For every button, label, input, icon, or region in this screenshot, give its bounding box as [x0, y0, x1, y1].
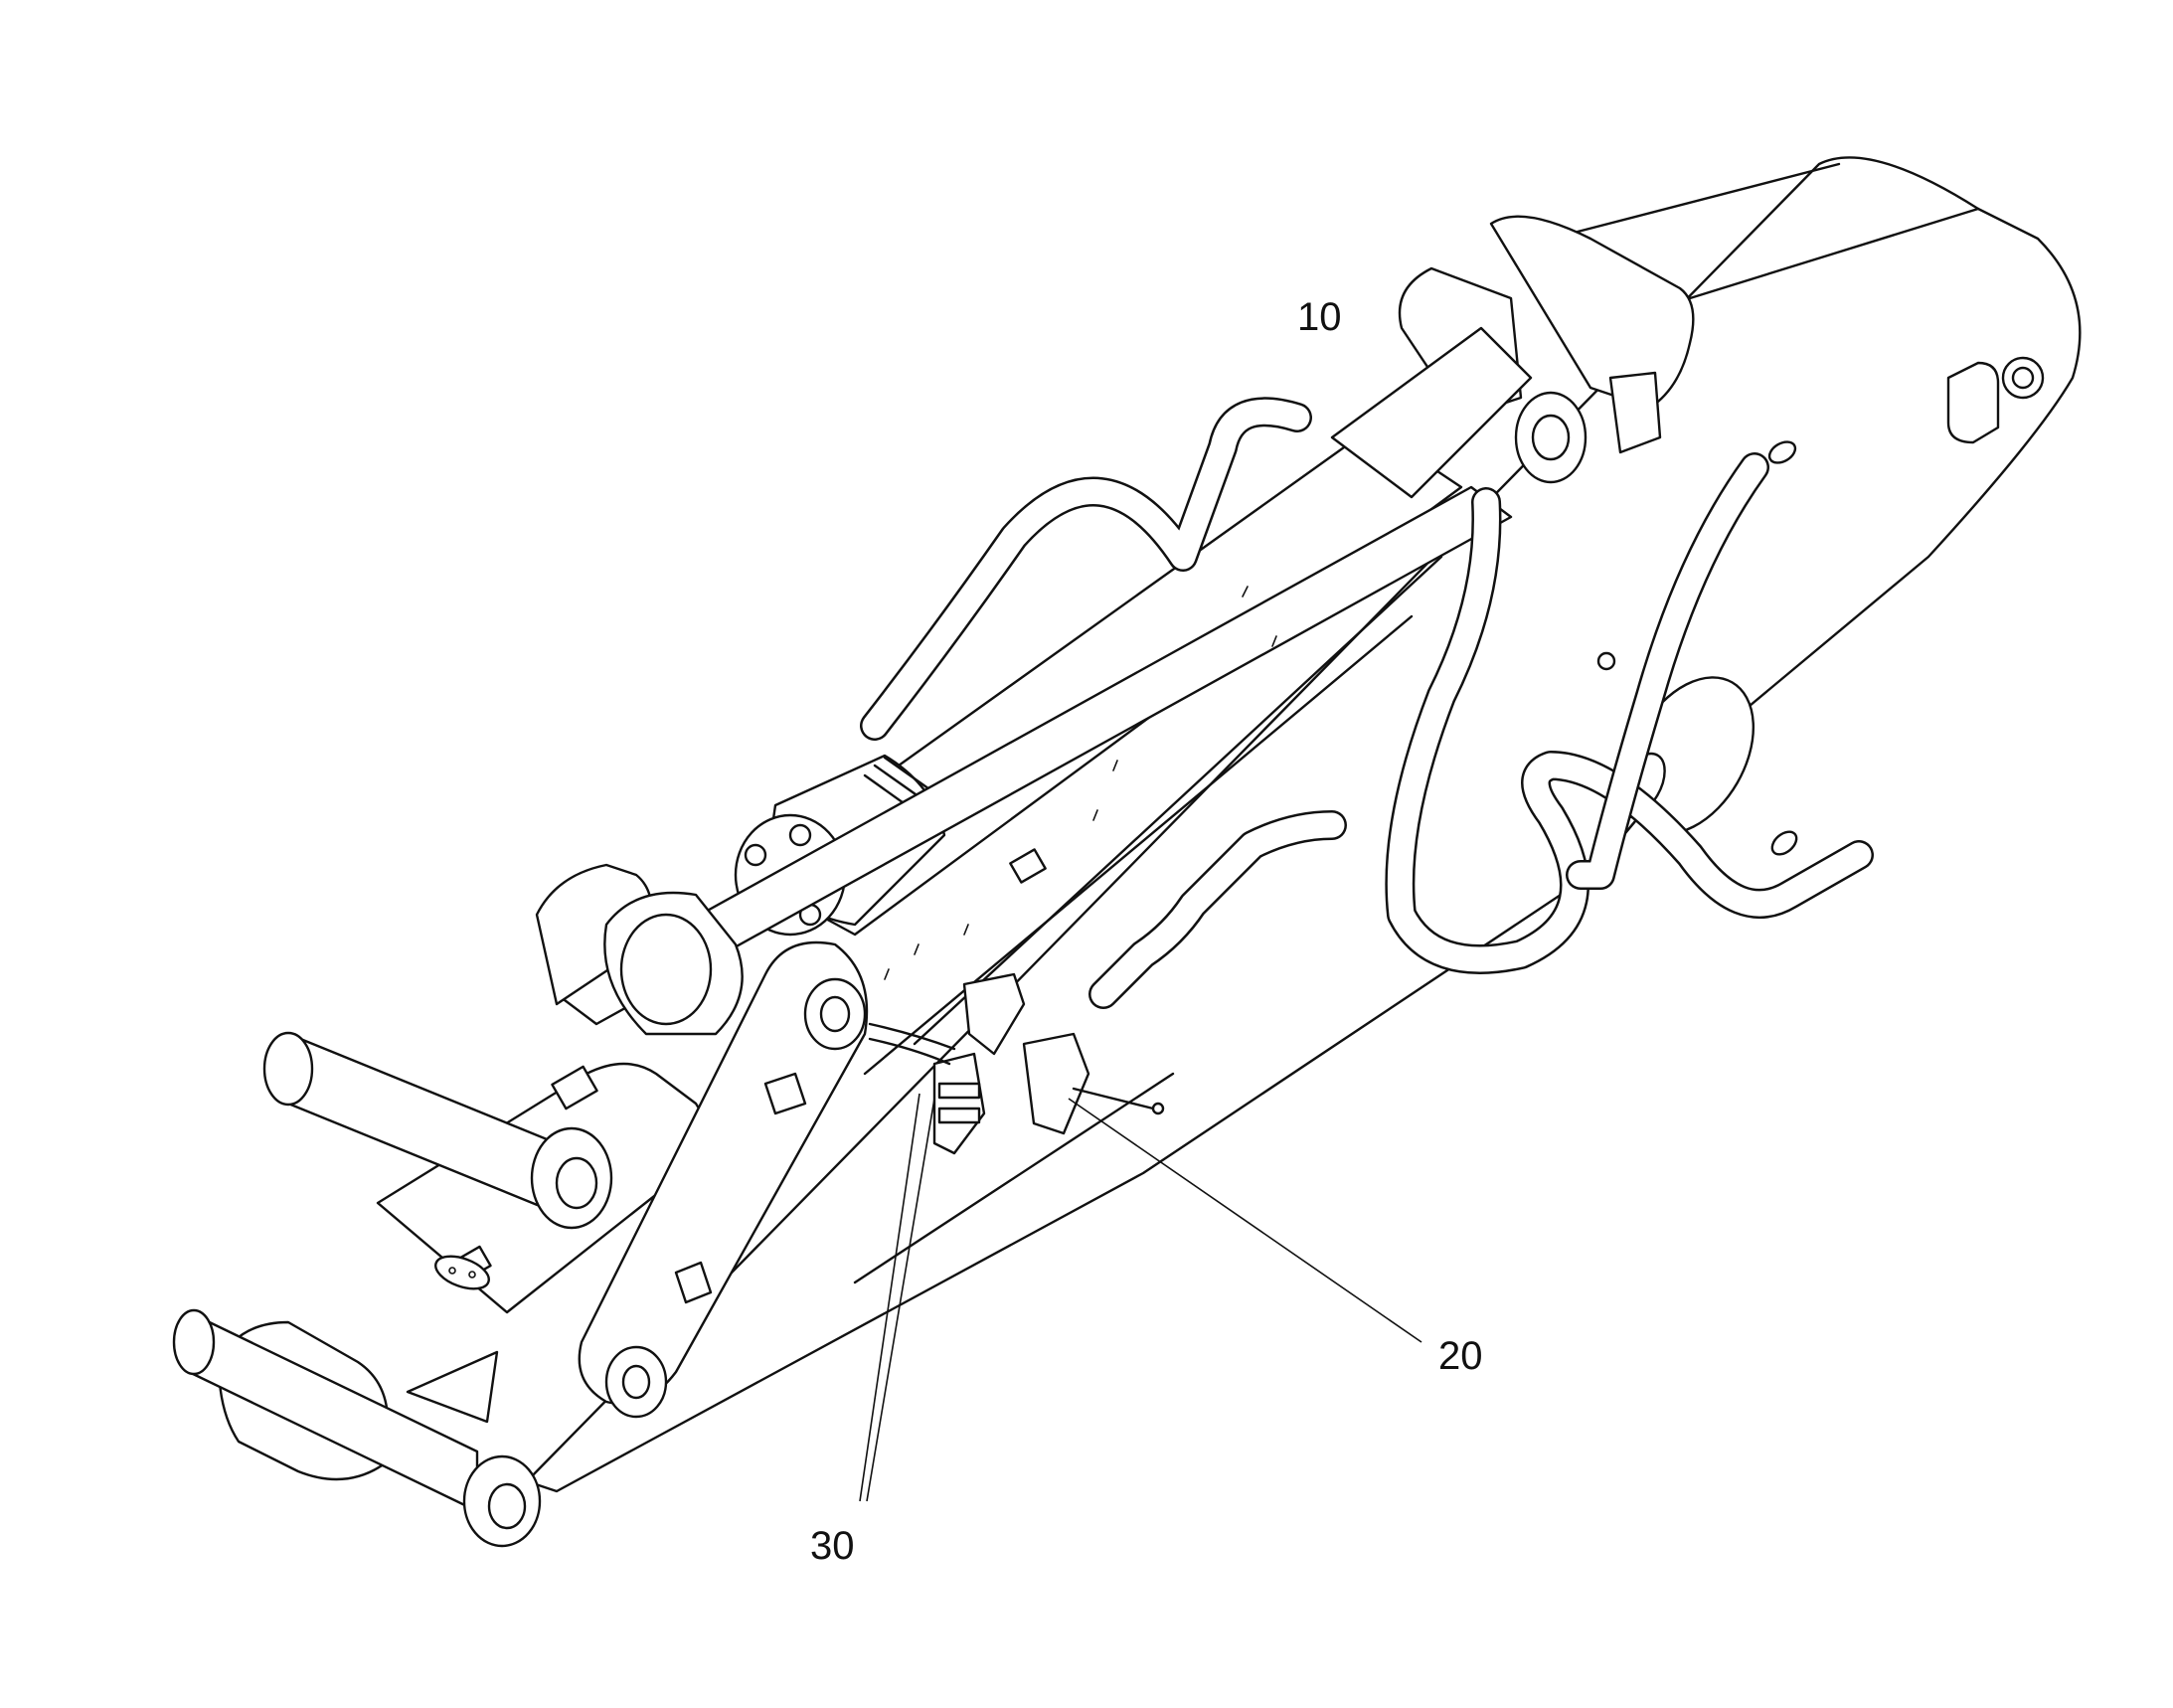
hydraulic-hoses	[860, 397, 1874, 1009]
pivot-yokes	[262, 863, 744, 1314]
callout-10-label: 10	[1297, 295, 1342, 339]
callout-20-leader	[1068, 1098, 1422, 1343]
callout-20-label: 20	[1438, 1334, 1483, 1378]
callout-30-leader-2	[866, 1098, 935, 1502]
callouts: 10 20 30	[810, 295, 1483, 1568]
bottom-pivot	[172, 1255, 542, 1548]
linkage-arm	[578, 940, 869, 1419]
callout-30-leader-1	[859, 1093, 920, 1502]
boom-lower-beam	[555, 485, 1513, 1076]
valve-block	[868, 972, 1165, 1155]
callout-30-label: 30	[810, 1524, 855, 1568]
